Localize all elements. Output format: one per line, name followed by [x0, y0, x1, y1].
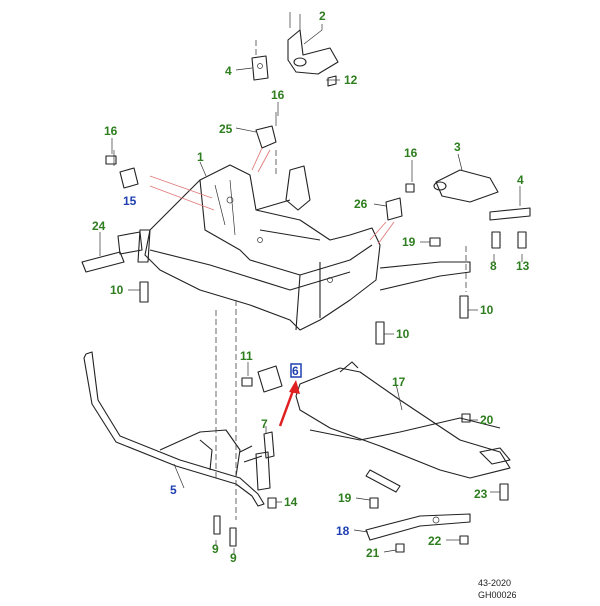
engine-mount-24 [81, 231, 143, 273]
callout-7: 7 [261, 417, 268, 431]
subframe-main [137, 164, 471, 331]
callout-19: 19 [402, 235, 416, 249]
callout-11: 11 [240, 349, 253, 363]
link-7 [263, 431, 275, 459]
callout-16: 16 [271, 88, 285, 102]
bracket-18 [365, 513, 471, 541]
callout-1: 1 [197, 150, 204, 164]
callout-23: 23 [474, 487, 488, 501]
highlight-box [290, 363, 302, 378]
callout-10: 10 [396, 327, 410, 341]
callout-22: 22 [428, 534, 442, 548]
callout-6: 6 [292, 364, 299, 378]
callout-21: 21 [366, 546, 380, 560]
bolts [105, 155, 527, 387]
callout-10: 10 [480, 303, 494, 317]
bracket-15 [113, 150, 139, 189]
callout-8: 8 [490, 259, 497, 273]
callout-19: 19 [338, 491, 352, 505]
cross-brace-17 [295, 361, 511, 493]
callout-12: 12 [344, 73, 358, 87]
callout-9: 9 [230, 551, 237, 565]
callout-24: 24 [92, 219, 106, 233]
pointer-arrow [278, 380, 300, 427]
anti-roll-bar-5 [83, 351, 271, 507]
callout-10: 10 [110, 283, 124, 297]
insulator-4-top [251, 40, 269, 81]
callout-26: 26 [354, 197, 368, 211]
callout-5: 5 [170, 483, 177, 497]
callout-4: 4 [225, 64, 232, 78]
callout-4: 4 [517, 173, 524, 187]
callout-16: 16 [404, 146, 418, 160]
callout-20: 20 [480, 413, 494, 427]
callout-25: 25 [219, 122, 233, 136]
alignment-lines [215, 150, 467, 520]
leader-lines [99, 24, 523, 554]
diagram-code: 43-2020 [478, 578, 512, 588]
mount-bracket-upper [287, 12, 339, 75]
callout-labels: 2 4 12 16 25 16 15 1 16 3 4 26 24 19 8 1… [92, 9, 530, 565]
callout-13: 13 [516, 259, 530, 273]
callout-17: 17 [392, 375, 406, 389]
mount-bracket-3 [433, 169, 531, 221]
callout-2: 2 [319, 9, 326, 23]
bracket-25 [255, 112, 277, 149]
callout-3: 3 [454, 140, 461, 154]
bracket-6 [257, 365, 283, 393]
bracket-26 [385, 197, 403, 221]
callout-18: 18 [336, 524, 350, 538]
bolt-12 [327, 75, 337, 87]
diagram-ref: GH00026 [478, 590, 517, 600]
callout-15: 15 [123, 194, 137, 208]
callout-9: 9 [212, 542, 219, 556]
leader-lines-pink [149, 147, 395, 245]
bolts-9 [213, 413, 509, 553]
callout-16: 16 [104, 124, 118, 138]
callout-14: 14 [284, 495, 298, 509]
